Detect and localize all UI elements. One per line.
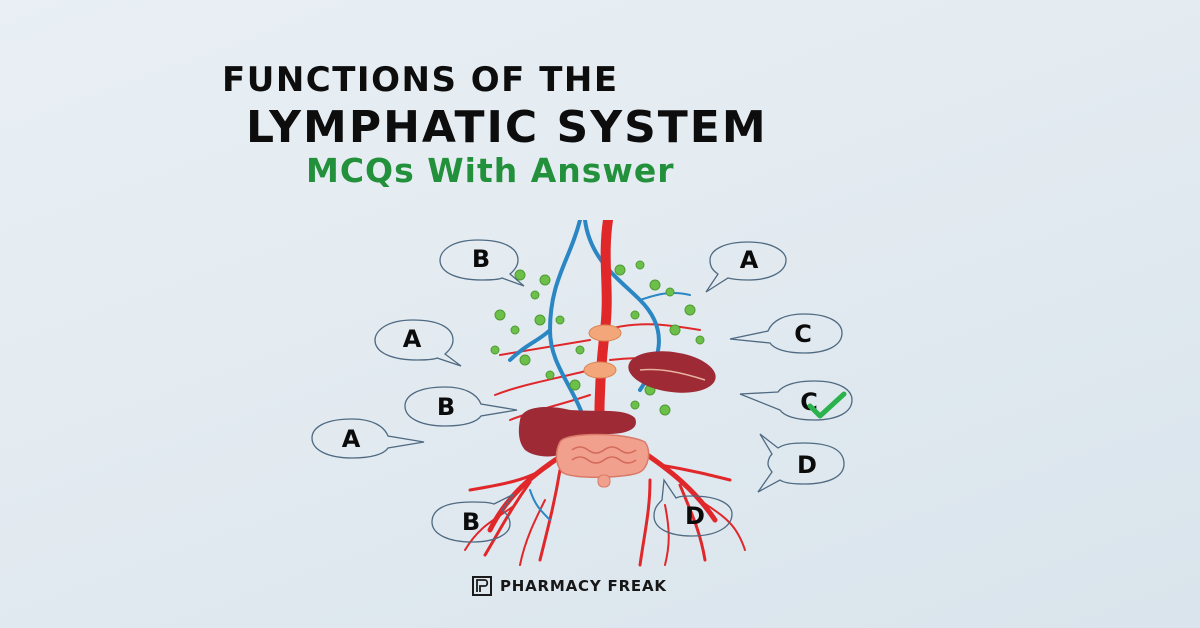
bubble-label: A [402,325,422,353]
bubble-label: B [436,393,456,421]
bubble-label: D [685,502,705,530]
title-line-2: LYMPHATIC SYSTEM [246,102,768,153]
answer-bubble-b5: B [431,490,542,550]
subtitle-mcqs: MCQs With Answer [306,151,675,190]
speech-bubble-icon [653,478,733,537]
speech-bubble-icon [705,241,787,293]
bubble-label: D [797,451,817,479]
speech-bubble-icon [374,319,462,367]
bubble-label: A [739,246,759,274]
speech-bubble-icon [439,239,525,287]
bubble-label: B [461,508,481,536]
checkmark-icon [807,391,847,419]
speech-bubble-icon [757,433,845,493]
answer-bubble-b8-correct: C [739,380,870,430]
brand-name: PHARMACY FREAK [500,577,667,595]
speech-bubble-icon [431,493,515,543]
title-line-1: FUNCTIONS OF THE [222,60,619,100]
answer-bubble-b9: D [757,432,858,497]
lymphatic-system-illustration [440,215,760,570]
speech-bubble-icon [404,386,518,427]
answer-bubble-b6: A [704,240,804,300]
answer-bubble-b7: C [729,313,850,363]
answer-bubble-b1: B [439,238,540,298]
answer-bubble-b2: A [374,318,475,378]
brand-footer: PHARMACY FREAK [472,576,667,596]
speech-bubble-icon [311,418,425,459]
bubble-label: C [794,320,812,348]
answer-bubble-b3: B [404,386,535,436]
pharmacy-freak-logo-icon [472,576,492,596]
speech-bubble-icon [739,380,853,421]
anatomy-icon [464,215,746,567]
answer-bubble-b10: D [652,478,742,543]
answer-bubble-b4: A [311,418,442,468]
speech-bubble-icon [729,313,843,354]
bubble-label: A [341,425,361,453]
bubble-label: B [471,245,491,273]
